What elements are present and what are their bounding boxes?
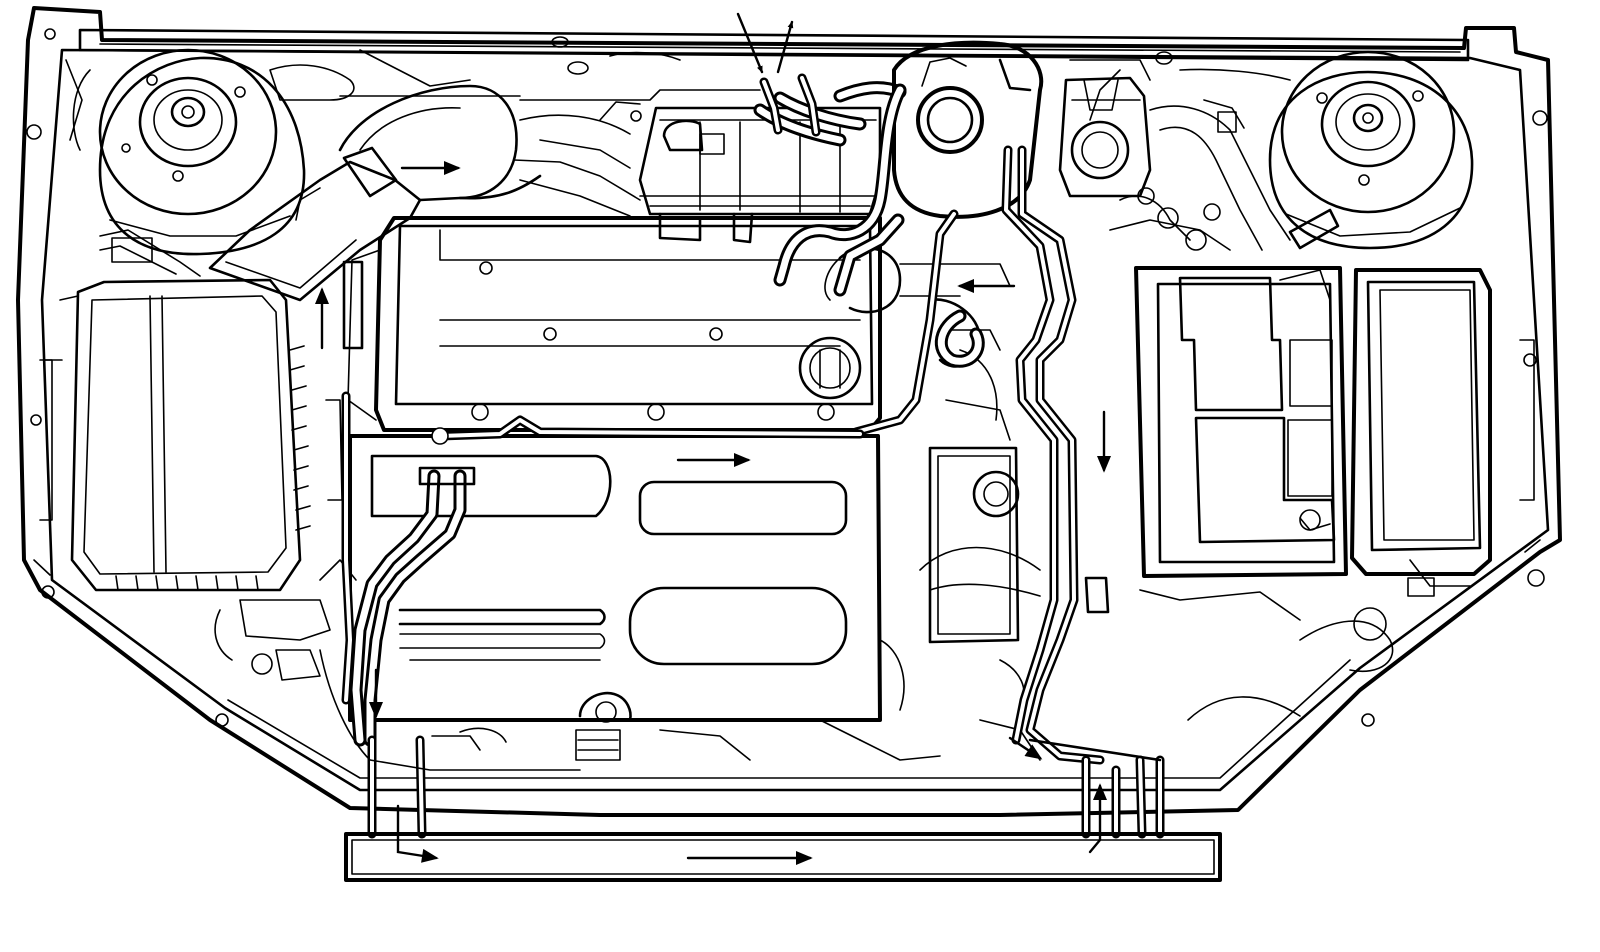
- right-strut-tower: [1268, 50, 1474, 250]
- air-filter-box: [43, 229, 311, 592]
- left-lower-details: [214, 399, 941, 761]
- body-outline: [16, 6, 1562, 817]
- flow-arrow-cooler-inlet: [396, 804, 439, 863]
- left-strut-tower: [65, 48, 306, 256]
- oil-filler-cap: [798, 336, 862, 400]
- flow-arrow-vent-in: [736, 12, 764, 74]
- flow-arrows: [315, 12, 1111, 865]
- battery: [1134, 266, 1348, 621]
- flow-arrow-vent-out: [776, 20, 794, 74]
- oil-cooler: [344, 832, 1222, 882]
- filter-ribs: [115, 345, 311, 591]
- wiring-harness: [1089, 69, 1394, 721]
- flow-arrow-cooler-outlet: [1088, 783, 1107, 854]
- intake-duct: [208, 84, 641, 302]
- valve-cover: [347, 216, 882, 432]
- reservoir-area: [892, 40, 1152, 219]
- flow-arrow-lower-right-hose: [1008, 736, 1043, 760]
- coolant-hoses: [319, 73, 1165, 839]
- top-cowl-details: [269, 36, 1291, 101]
- fuse-box: [1350, 268, 1492, 597]
